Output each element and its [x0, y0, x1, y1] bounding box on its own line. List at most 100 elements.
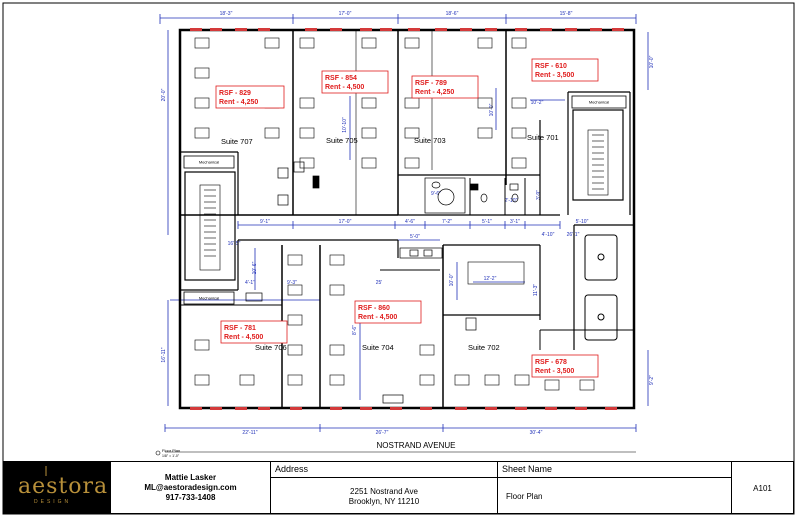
title-block: aestora DESIGN Mattie Lasker ML@aestorad…: [3, 461, 794, 514]
contact-email: ML@aestoradesign.com: [144, 483, 237, 492]
tag-suite-east: RSF - 678 Rent - 3,500: [531, 354, 599, 378]
dim-misc-7: 5'-0": [410, 234, 420, 240]
stair-right: [572, 109, 624, 201]
sheet-name-rule: [498, 477, 731, 478]
tag-suite-701: RSF - 610 Rent - 3,500: [531, 58, 599, 82]
contact-cell: Mattie Lasker ML@aestoradesign.com 917-7…: [111, 462, 271, 513]
tag-rent-703: Rent - 4,250: [415, 89, 454, 96]
windows: [190, 28, 624, 410]
dimension-lines: [159, 14, 649, 432]
tag-rsf-east: RSF - 678: [535, 359, 567, 366]
legend-scale: 1/8" = 1'-0": [162, 454, 180, 458]
tag-rent-706: Rent - 4,500: [224, 334, 263, 341]
kitchen: [399, 247, 443, 259]
suite-name-703: Suite 703: [414, 136, 446, 145]
tag-rsf-701: RSF - 610: [535, 63, 567, 70]
dim-top-2: 17'-0": [339, 11, 352, 17]
suite-name-705: Suite 705: [326, 136, 358, 145]
sheet-name-cell: Sheet Name Floor Plan: [498, 462, 732, 513]
dim-misc-18: 26'-1": [567, 232, 580, 238]
tag-rsf-704: RSF - 860: [358, 305, 390, 312]
elevators: [584, 234, 618, 341]
sheet-number: A101: [753, 484, 772, 493]
dim-misc-15: 3'-9": [536, 190, 542, 200]
tag-suite-707: RSF - 829 Rent - 4,250: [215, 85, 285, 109]
logo-mark-icon: [45, 466, 47, 476]
address-line-1: 2251 Nostrand Ave: [350, 487, 418, 496]
contact-phone: 917-733-1408: [165, 493, 216, 502]
suite-name-702: Suite 702: [468, 343, 500, 352]
dim-mid-7: 5'-10": [576, 219, 589, 225]
dim-misc-3: 10'-0": [449, 273, 455, 286]
tag-rent-707: Rent - 4,250: [219, 99, 258, 106]
tag-rent-704: Rent - 4,500: [358, 314, 397, 321]
sheet-number-cell: A101: [732, 462, 793, 513]
mechanical-label-3: Mechanical: [589, 100, 609, 105]
stair-left: [184, 171, 236, 281]
suite-name-701: Suite 701: [527, 133, 559, 142]
dim-misc-4: 9'-3": [287, 280, 297, 286]
suite-name-704: Suite 704: [362, 343, 394, 352]
address-line-2: Brooklyn, NY 11210: [348, 497, 420, 506]
dim-bottom-3: 30'-4": [530, 430, 543, 436]
tag-rent-east: Rent - 3,500: [535, 368, 574, 375]
dim-top-4: 15'-8": [560, 11, 573, 17]
dim-misc-10: 11'-3": [533, 284, 539, 297]
street-name: NOSTRAND AVENUE: [377, 441, 456, 450]
dim-top-1: 18'-3": [220, 11, 233, 17]
workstations: [194, 37, 595, 391]
sheet-name: Floor Plan: [506, 492, 543, 501]
logo-wordmark: aestora: [18, 474, 109, 499]
dim-misc-12: 10'-0": [489, 103, 495, 116]
dim-mid-6: 3'-1": [510, 219, 520, 225]
walls: [178, 28, 636, 410]
dim-misc-9: 12'-2": [484, 276, 497, 282]
tag-suite-704: RSF - 860 Rent - 4,500: [354, 300, 422, 324]
mechanical-label-2: Mechanical: [199, 296, 219, 301]
mechanical-labels: Mechanical Mechanical Mechanical: [199, 100, 609, 301]
sheet-name-label: Sheet Name: [502, 464, 553, 474]
dim-misc-5: 4'-1": [245, 280, 255, 286]
dim-left-1: 20'-0": [161, 88, 167, 101]
address-label: Address: [275, 464, 309, 474]
mechanical-rooms: [183, 95, 627, 305]
dim-top-3: 18'-6": [446, 11, 459, 17]
dim-right-2: 9'-2": [649, 375, 655, 385]
tag-suite-703: RSF - 789 Rent - 4,250: [411, 75, 479, 99]
logo-subtitle: DESIGN: [34, 499, 72, 505]
logo-cell: aestora DESIGN: [4, 462, 111, 513]
dim-misc-6: 10'-6": [252, 261, 258, 274]
tag-rent-705: Rent - 4,500: [325, 84, 364, 91]
dim-mid-4: 7'-2": [442, 219, 452, 225]
restroom-fixtures: [424, 177, 519, 214]
dim-mid-3: 4'-6": [405, 219, 415, 225]
tag-suite-705: RSF - 854 Rent - 4,500: [321, 70, 389, 94]
suite-names: Suite 707 Suite 705 Suite 703 Suite 701 …: [221, 133, 559, 352]
address-cell: Address 2251 Nostrand Ave Brooklyn, NY 1…: [271, 462, 498, 513]
mechanical-label-1: Mechanical: [199, 160, 219, 165]
suite-name-706: Suite 706: [255, 343, 287, 352]
dim-right-1: 10'-0": [649, 55, 655, 68]
suite-tags: RSF - 829 Rent - 4,250 RSF - 854 Rent - …: [215, 58, 599, 378]
legend-title: Floor Plan: [162, 448, 180, 453]
tag-rsf-705: RSF - 854: [325, 75, 357, 82]
legend-marker: [155, 450, 161, 456]
dim-misc-13: 16'-5": [228, 241, 241, 247]
dim-left-2: 16'-11": [161, 347, 167, 362]
dim-misc-14: 2'-10": [505, 198, 518, 204]
dim-bottom-2: 26'-7": [376, 430, 389, 436]
address-rule: [271, 477, 497, 478]
dim-misc-11: 8'-6": [352, 325, 358, 335]
dim-misc-2: 10'-2": [531, 100, 544, 106]
tag-rsf-706: RSF - 781: [224, 325, 256, 332]
dim-misc-17: 9'-6": [431, 191, 441, 197]
lounge-chairs: [245, 161, 477, 404]
dim-misc-16: 4'-10": [542, 232, 555, 238]
dim-mid-1: 9'-1": [260, 219, 270, 225]
dimension-texts: 18'-3" 17'-0" 18'-6" 15'-8" 22'-11" 26'-…: [161, 11, 655, 436]
dim-misc-1: 10'-10": [342, 117, 348, 133]
tag-suite-706: RSF - 781 Rent - 4,500: [220, 320, 288, 344]
tag-rsf-707: RSF - 829: [219, 90, 251, 97]
